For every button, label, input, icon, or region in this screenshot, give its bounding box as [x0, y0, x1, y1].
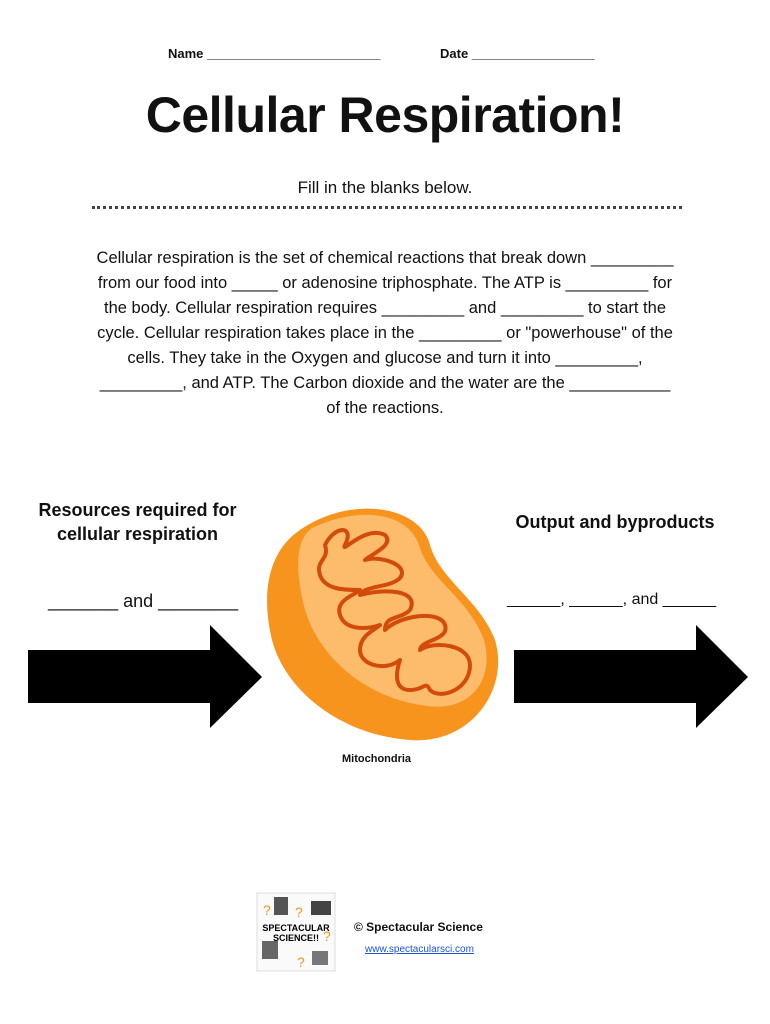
svg-text:?: ?: [297, 954, 305, 970]
mitochondria-icon: [267, 508, 499, 741]
inputs-blank: _______ and ________: [48, 591, 239, 611]
page-title: Cellular Respiration!: [145, 87, 625, 143]
svg-text:SPECTACULAR: SPECTACULAR: [262, 923, 330, 933]
mitochondria-label: Mitochondria: [342, 753, 412, 765]
output-arrow-icon: [514, 625, 748, 728]
dotted-divider: [92, 206, 682, 209]
date-field-label: Date _________________: [440, 46, 595, 61]
outputs-heading: Output and byproducts: [515, 512, 715, 532]
input-arrow-icon: [28, 625, 262, 728]
inputs-heading: Resources required for cellular respirat…: [38, 500, 237, 544]
svg-text:SCIENCE!!: SCIENCE!!: [273, 933, 319, 943]
website-link[interactable]: www.spectacularsci.com: [365, 944, 474, 955]
outputs-blank: ______, ______, and ______: [507, 591, 717, 608]
svg-text:?: ?: [323, 928, 331, 944]
spectacular-science-logo: SPECTACULAR SCIENCE!! ? ? ? ?: [256, 892, 336, 972]
instructions: Fill in the blanks below.: [297, 178, 473, 197]
svg-text:?: ?: [295, 904, 303, 920]
fill-in-paragraph: Cellular respiration is the set of chemi…: [96, 249, 674, 417]
name-field-label: Name ________________________: [168, 46, 381, 61]
copyright: © Spectacular Science: [354, 920, 483, 934]
svg-text:?: ?: [263, 902, 271, 918]
